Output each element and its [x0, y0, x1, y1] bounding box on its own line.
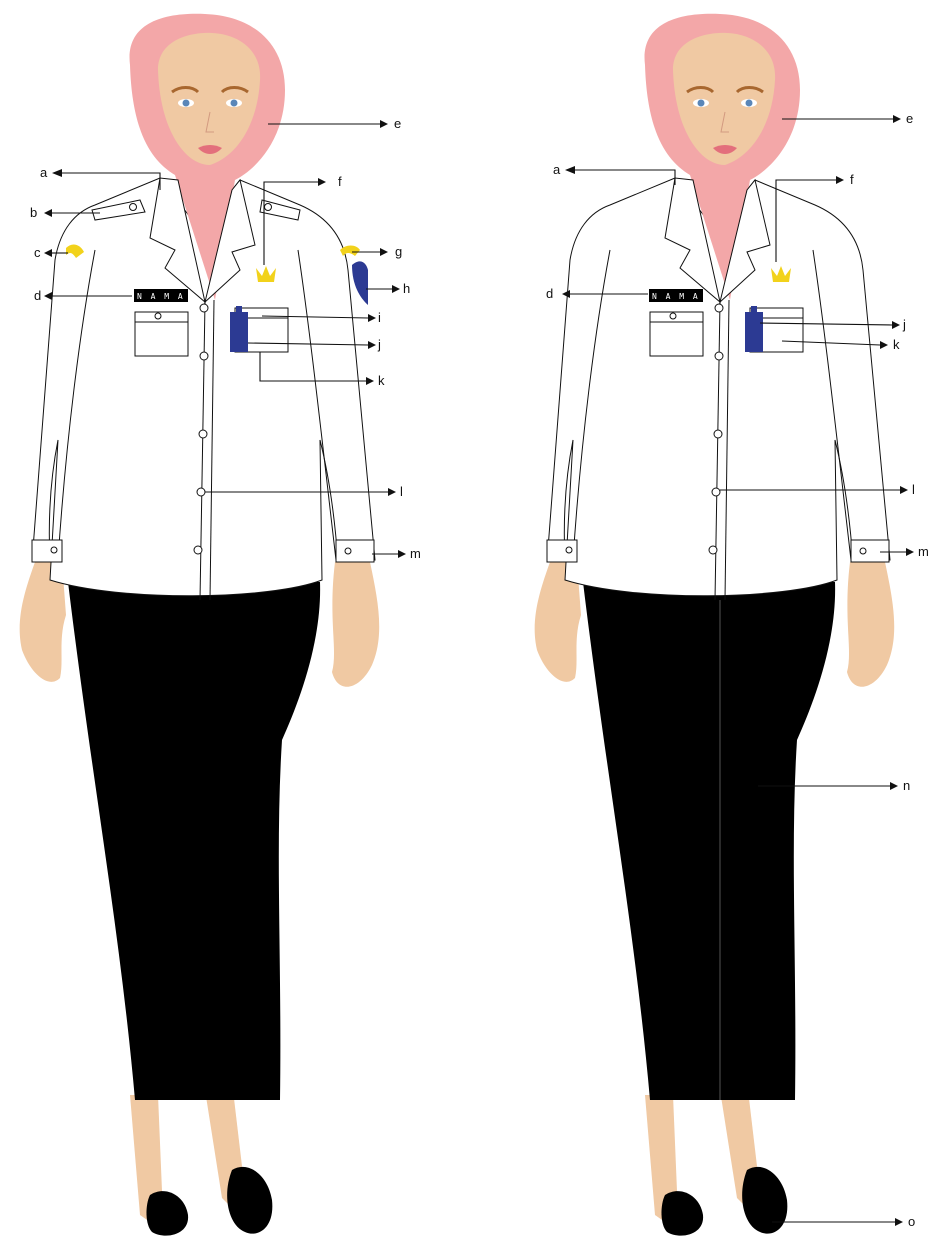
label-j: j — [902, 317, 906, 332]
label-a: a — [553, 162, 561, 177]
figure-left: N A M A a b c d e f — [20, 14, 421, 1236]
label-f: f — [850, 172, 854, 187]
label-e: e — [906, 111, 913, 126]
label-l: l — [912, 482, 915, 497]
label-m: m — [410, 546, 421, 561]
label-k: k — [378, 373, 385, 388]
label-j: j — [377, 337, 381, 352]
label-d: d — [546, 286, 553, 301]
callout-e: e — [782, 111, 913, 126]
label-c: c — [34, 245, 41, 260]
label-l: l — [400, 484, 403, 499]
callout-h: h — [366, 281, 410, 296]
figure-right: N A M A a d e f j k — [535, 14, 929, 1236]
label-k: k — [893, 337, 900, 352]
label-i: i — [378, 310, 381, 325]
callout-a: a — [553, 162, 675, 185]
callout-g: g — [352, 244, 402, 259]
label-b: b — [30, 205, 37, 220]
name-tag-text: N A M A — [137, 292, 185, 301]
callout-m: m — [372, 546, 421, 561]
name-tag-text: N A M A — [652, 292, 700, 301]
label-h: h — [403, 281, 410, 296]
label-m: m — [918, 544, 929, 559]
callout-e: e — [268, 116, 401, 131]
label-a: a — [40, 165, 48, 180]
arm-emblem — [352, 261, 368, 305]
label-n: n — [903, 778, 910, 793]
label-o: o — [908, 1214, 915, 1229]
label-d: d — [34, 288, 41, 303]
label-e: e — [394, 116, 401, 131]
callout-o: o — [772, 1214, 915, 1229]
label-g: g — [395, 244, 402, 259]
label-f: f — [338, 174, 342, 189]
